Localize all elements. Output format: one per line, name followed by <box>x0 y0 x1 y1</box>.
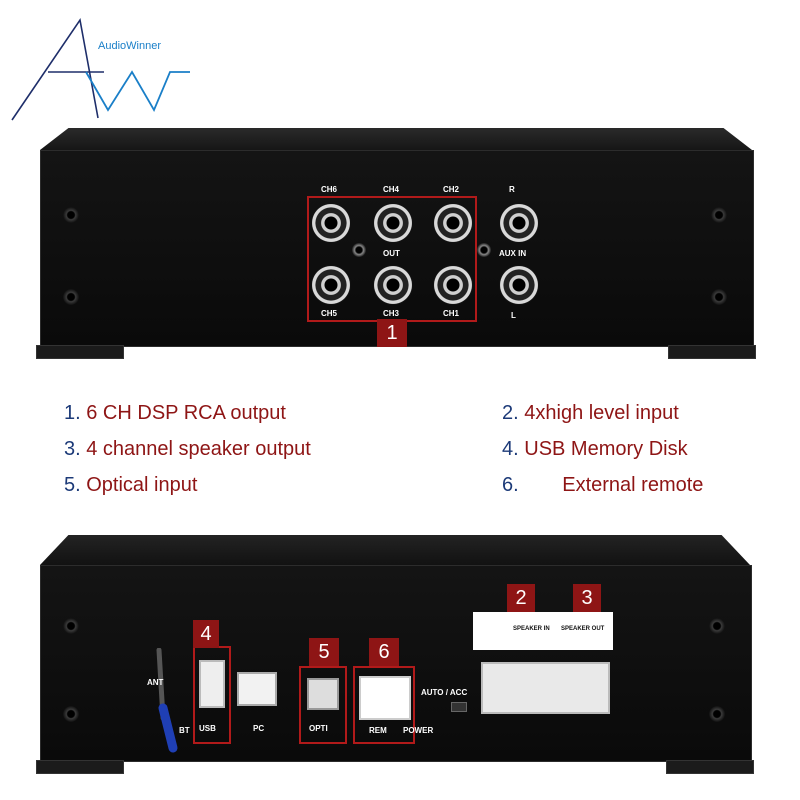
channel-label: CH5 <box>321 309 338 318</box>
legend-item-2: 2. 4xhigh level input <box>502 402 679 425</box>
rem-label: REM <box>369 726 387 735</box>
legend-number: 4. <box>502 438 519 460</box>
ant-label: ANT <box>147 678 164 687</box>
speaker-in-label: SPEAKER IN <box>513 626 550 632</box>
rca-jack-ch2[interactable] <box>433 203 473 243</box>
callout-badge-4: 4 <box>193 620 219 648</box>
legend-text: 6 CH DSP RCA output <box>86 402 286 424</box>
wiring-harness-port[interactable] <box>481 662 610 714</box>
screw-icon <box>711 289 727 305</box>
legend-item-6: 6. External remote <box>502 474 703 497</box>
aux-right-label: R <box>509 185 515 194</box>
channel-label: CH4 <box>383 185 400 194</box>
screw-icon <box>63 207 79 223</box>
usb-port[interactable] <box>199 660 225 708</box>
legend-text: Optical input <box>86 474 198 496</box>
legend-text: 4xhigh level input <box>524 402 679 424</box>
screw-icon <box>63 289 79 305</box>
rca-jack-aux-r[interactable] <box>499 203 539 243</box>
mini-jack[interactable] <box>477 243 491 257</box>
usb-label: USB <box>199 724 216 733</box>
mini-jack[interactable] <box>352 243 366 257</box>
screw-icon <box>711 207 727 223</box>
legend-number: 6. <box>502 474 519 496</box>
remote-highlight <box>353 666 415 744</box>
device-foot <box>666 760 754 774</box>
device-foot <box>668 345 756 359</box>
rca-jack-ch3[interactable] <box>373 265 413 305</box>
channel-label: CH1 <box>443 309 460 318</box>
remote-port[interactable] <box>359 676 411 720</box>
legend-number: 5. <box>64 474 81 496</box>
rca-jack-ch5[interactable] <box>311 265 351 305</box>
auto-acc-switch[interactable] <box>451 702 467 712</box>
antenna-icon <box>156 648 178 753</box>
speaker-out-label: SPEAKER OUT <box>561 626 605 632</box>
callout-badge-5: 5 <box>309 638 339 666</box>
optical-port[interactable] <box>307 678 339 710</box>
pc-label: PC <box>253 724 265 733</box>
legend-item-1: 1. 6 CH DSP RCA output <box>64 402 286 425</box>
screw-icon <box>63 706 79 722</box>
legend-item-3: 3. 4 channel speaker output <box>64 438 311 461</box>
auto-acc-label: AUTO / ACC <box>421 688 468 697</box>
legend-number: 3. <box>64 438 81 460</box>
optical-highlight <box>299 666 347 744</box>
device-io-panel: ANT BT 4 USB PC 5 OPTI 6 REM POWER AUTO … <box>40 565 752 762</box>
aux-in-label: AUX IN <box>499 249 527 258</box>
rca-jack-aux-l[interactable] <box>499 265 539 305</box>
legend-number: 2. <box>502 402 519 424</box>
aux-left-label: L <box>511 311 516 320</box>
wiring-table: SPEAKER IN SPEAKER OUT <box>473 612 613 650</box>
audiowinner-logo <box>11 17 190 121</box>
channel-label: CH2 <box>443 185 460 194</box>
legend-text: USB Memory Disk <box>524 438 688 460</box>
power-label: POWER <box>403 726 434 735</box>
screw-icon <box>709 706 725 722</box>
callout-badge-2: 2 <box>507 584 535 612</box>
rca-jack-ch4[interactable] <box>373 203 413 243</box>
channel-label: CH3 <box>383 309 400 318</box>
opti-label: OPTI <box>309 724 328 733</box>
legend-text: External remote <box>562 474 704 496</box>
callout-badge-1: 1 <box>377 319 407 347</box>
rca-jack-ch6[interactable] <box>311 203 351 243</box>
brand-name: AudioWinner <box>98 40 161 52</box>
callout-badge-6: 6 <box>369 638 399 666</box>
pc-usb-b-port[interactable] <box>237 672 277 706</box>
device-top-lid <box>40 128 752 150</box>
channel-label: CH6 <box>321 185 338 194</box>
device-foot <box>36 345 124 359</box>
legend-number: 1. <box>64 402 81 424</box>
bt-label: BT <box>179 726 190 735</box>
out-label: OUT <box>383 249 400 258</box>
legend-item-4: 4. USB Memory Disk <box>502 438 688 461</box>
screw-icon <box>63 618 79 634</box>
rca-jack-ch1[interactable] <box>433 265 473 305</box>
device-rca-panel: CH6 CH4 CH2 R OUT AUX IN CH5 CH3 CH1 L 1 <box>40 150 754 347</box>
screw-icon <box>709 618 725 634</box>
device-foot <box>36 760 124 774</box>
legend-item-5: 5. Optical input <box>64 474 197 497</box>
callout-badge-3: 3 <box>573 584 601 612</box>
legend-text: 4 channel speaker output <box>86 438 311 460</box>
device-bottom-lid <box>40 535 750 565</box>
